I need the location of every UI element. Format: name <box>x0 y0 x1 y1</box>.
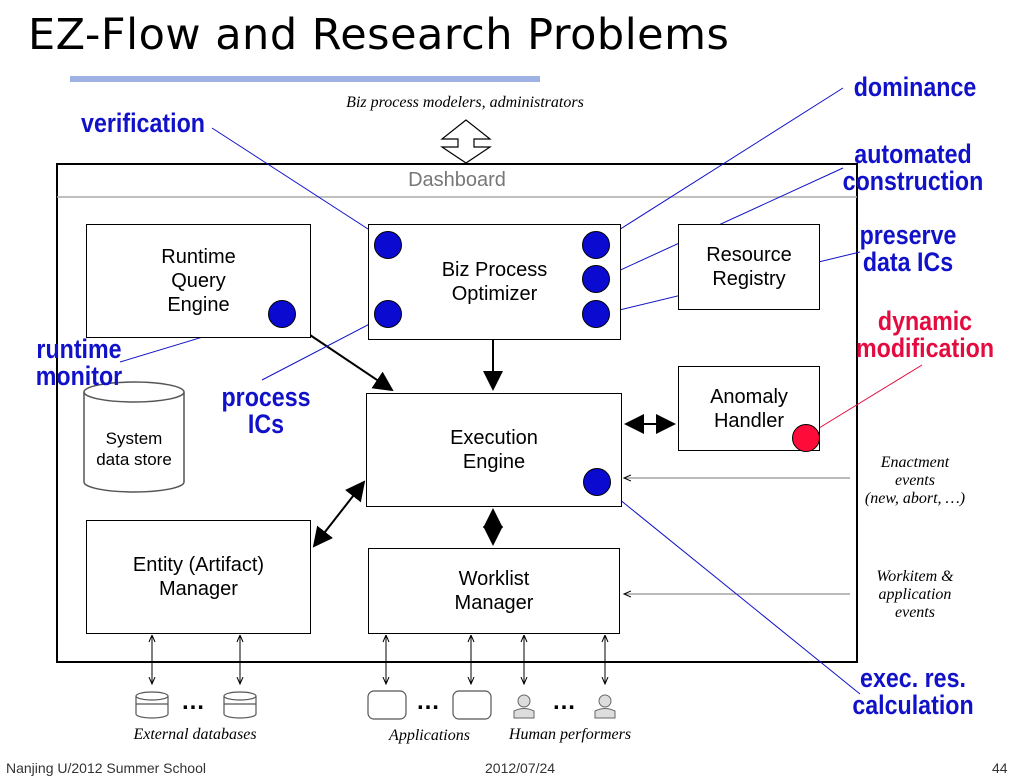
external-databases-label: External databases <box>133 726 257 743</box>
biz-process-optimizer-label: Biz Process Optimizer <box>441 259 548 305</box>
worklist-manager-label: Worklist Manager <box>454 568 534 614</box>
human-performers-label: Human performers <box>508 726 632 743</box>
applications-label: Applications <box>389 727 470 744</box>
ellipsis-humans: … <box>552 688 576 715</box>
enactment-events-label: Enactment events (new, abort, …) <box>864 454 966 507</box>
entity-manager-label: Entity (Artifact) Manager <box>132 554 265 600</box>
footer-date: 2012/07/24 <box>485 760 556 776</box>
runtime-query-engine-label: Runtime Query Engine <box>161 246 236 316</box>
person-icon-2 <box>594 694 616 719</box>
callout-automated <box>602 167 844 279</box>
dot-dominance <box>582 231 610 259</box>
label-exec-res-calculation: exec. res. calculation <box>852 663 974 720</box>
db-icon-1 <box>135 691 169 719</box>
label-automated-construction: automated construction <box>842 139 984 196</box>
slide-title: EZ-Flow and Research Problems <box>28 10 730 60</box>
dot-dynamic-modification <box>792 424 820 452</box>
dot-automated-construction <box>582 265 610 293</box>
ellipsis-apps: … <box>416 688 440 715</box>
label-preserve-data-ics: preserve data ICs <box>859 220 957 277</box>
callout-process <box>261 314 388 381</box>
callout-exec-res <box>597 481 861 695</box>
label-process-ics: process ICs <box>221 382 311 439</box>
db-icon-2 <box>223 691 257 719</box>
callout-verification <box>211 127 386 241</box>
app-icon-1 <box>367 690 407 720</box>
workitem-events-label: Workitem & application events <box>876 568 954 621</box>
arrow-exec-entity <box>312 480 366 548</box>
person-icon-1 <box>513 694 535 719</box>
dot-runtime-monitor <box>268 300 296 328</box>
label-verification: verification <box>81 108 205 138</box>
resource-registry-box: Resource Registry <box>678 224 820 310</box>
callout-dynamic <box>805 364 923 437</box>
dot-preserve-data-ics <box>582 300 610 328</box>
callout-dominance <box>602 87 844 241</box>
system-data-store-label: System data store <box>96 429 172 469</box>
dot-process-ics <box>374 300 402 328</box>
footer-page-number: 44 <box>992 760 1008 776</box>
arrow-rqe-to-exec <box>309 334 394 392</box>
label-dynamic-modification: dynamic modification <box>855 306 995 363</box>
anomaly-handler-label: Anomaly Handler <box>710 385 788 432</box>
label-dominance: dominance <box>853 72 977 102</box>
anomaly-handler-box: Anomaly Handler <box>678 366 820 451</box>
footer-left: Nanjing U/2012 Summer School <box>6 760 206 776</box>
dashboard-label: Dashboard <box>408 169 506 191</box>
execution-engine-box: Execution Engine <box>366 393 622 507</box>
biz-process-optimizer-box: Biz Process Optimizer <box>368 224 621 340</box>
entity-manager-box: Entity (Artifact) Manager <box>86 520 311 634</box>
dot-exec-res-calculation <box>583 468 611 496</box>
ellipsis-db: … <box>181 688 205 715</box>
system-data-store-cylinder <box>83 381 185 493</box>
top-actor-label: Biz process modelers, administrators <box>346 94 584 111</box>
resource-registry-label: Resource Registry <box>706 244 792 290</box>
hollow-double-arrow <box>440 119 492 164</box>
dot-verification <box>374 231 402 259</box>
app-icon-2 <box>452 690 492 720</box>
execution-engine-label: Execution Engine <box>450 427 538 473</box>
worklist-manager-box: Worklist Manager <box>368 548 620 634</box>
title-underline <box>70 76 540 82</box>
system-frame <box>56 163 858 663</box>
label-runtime-monitor: runtime monitor <box>35 334 123 391</box>
